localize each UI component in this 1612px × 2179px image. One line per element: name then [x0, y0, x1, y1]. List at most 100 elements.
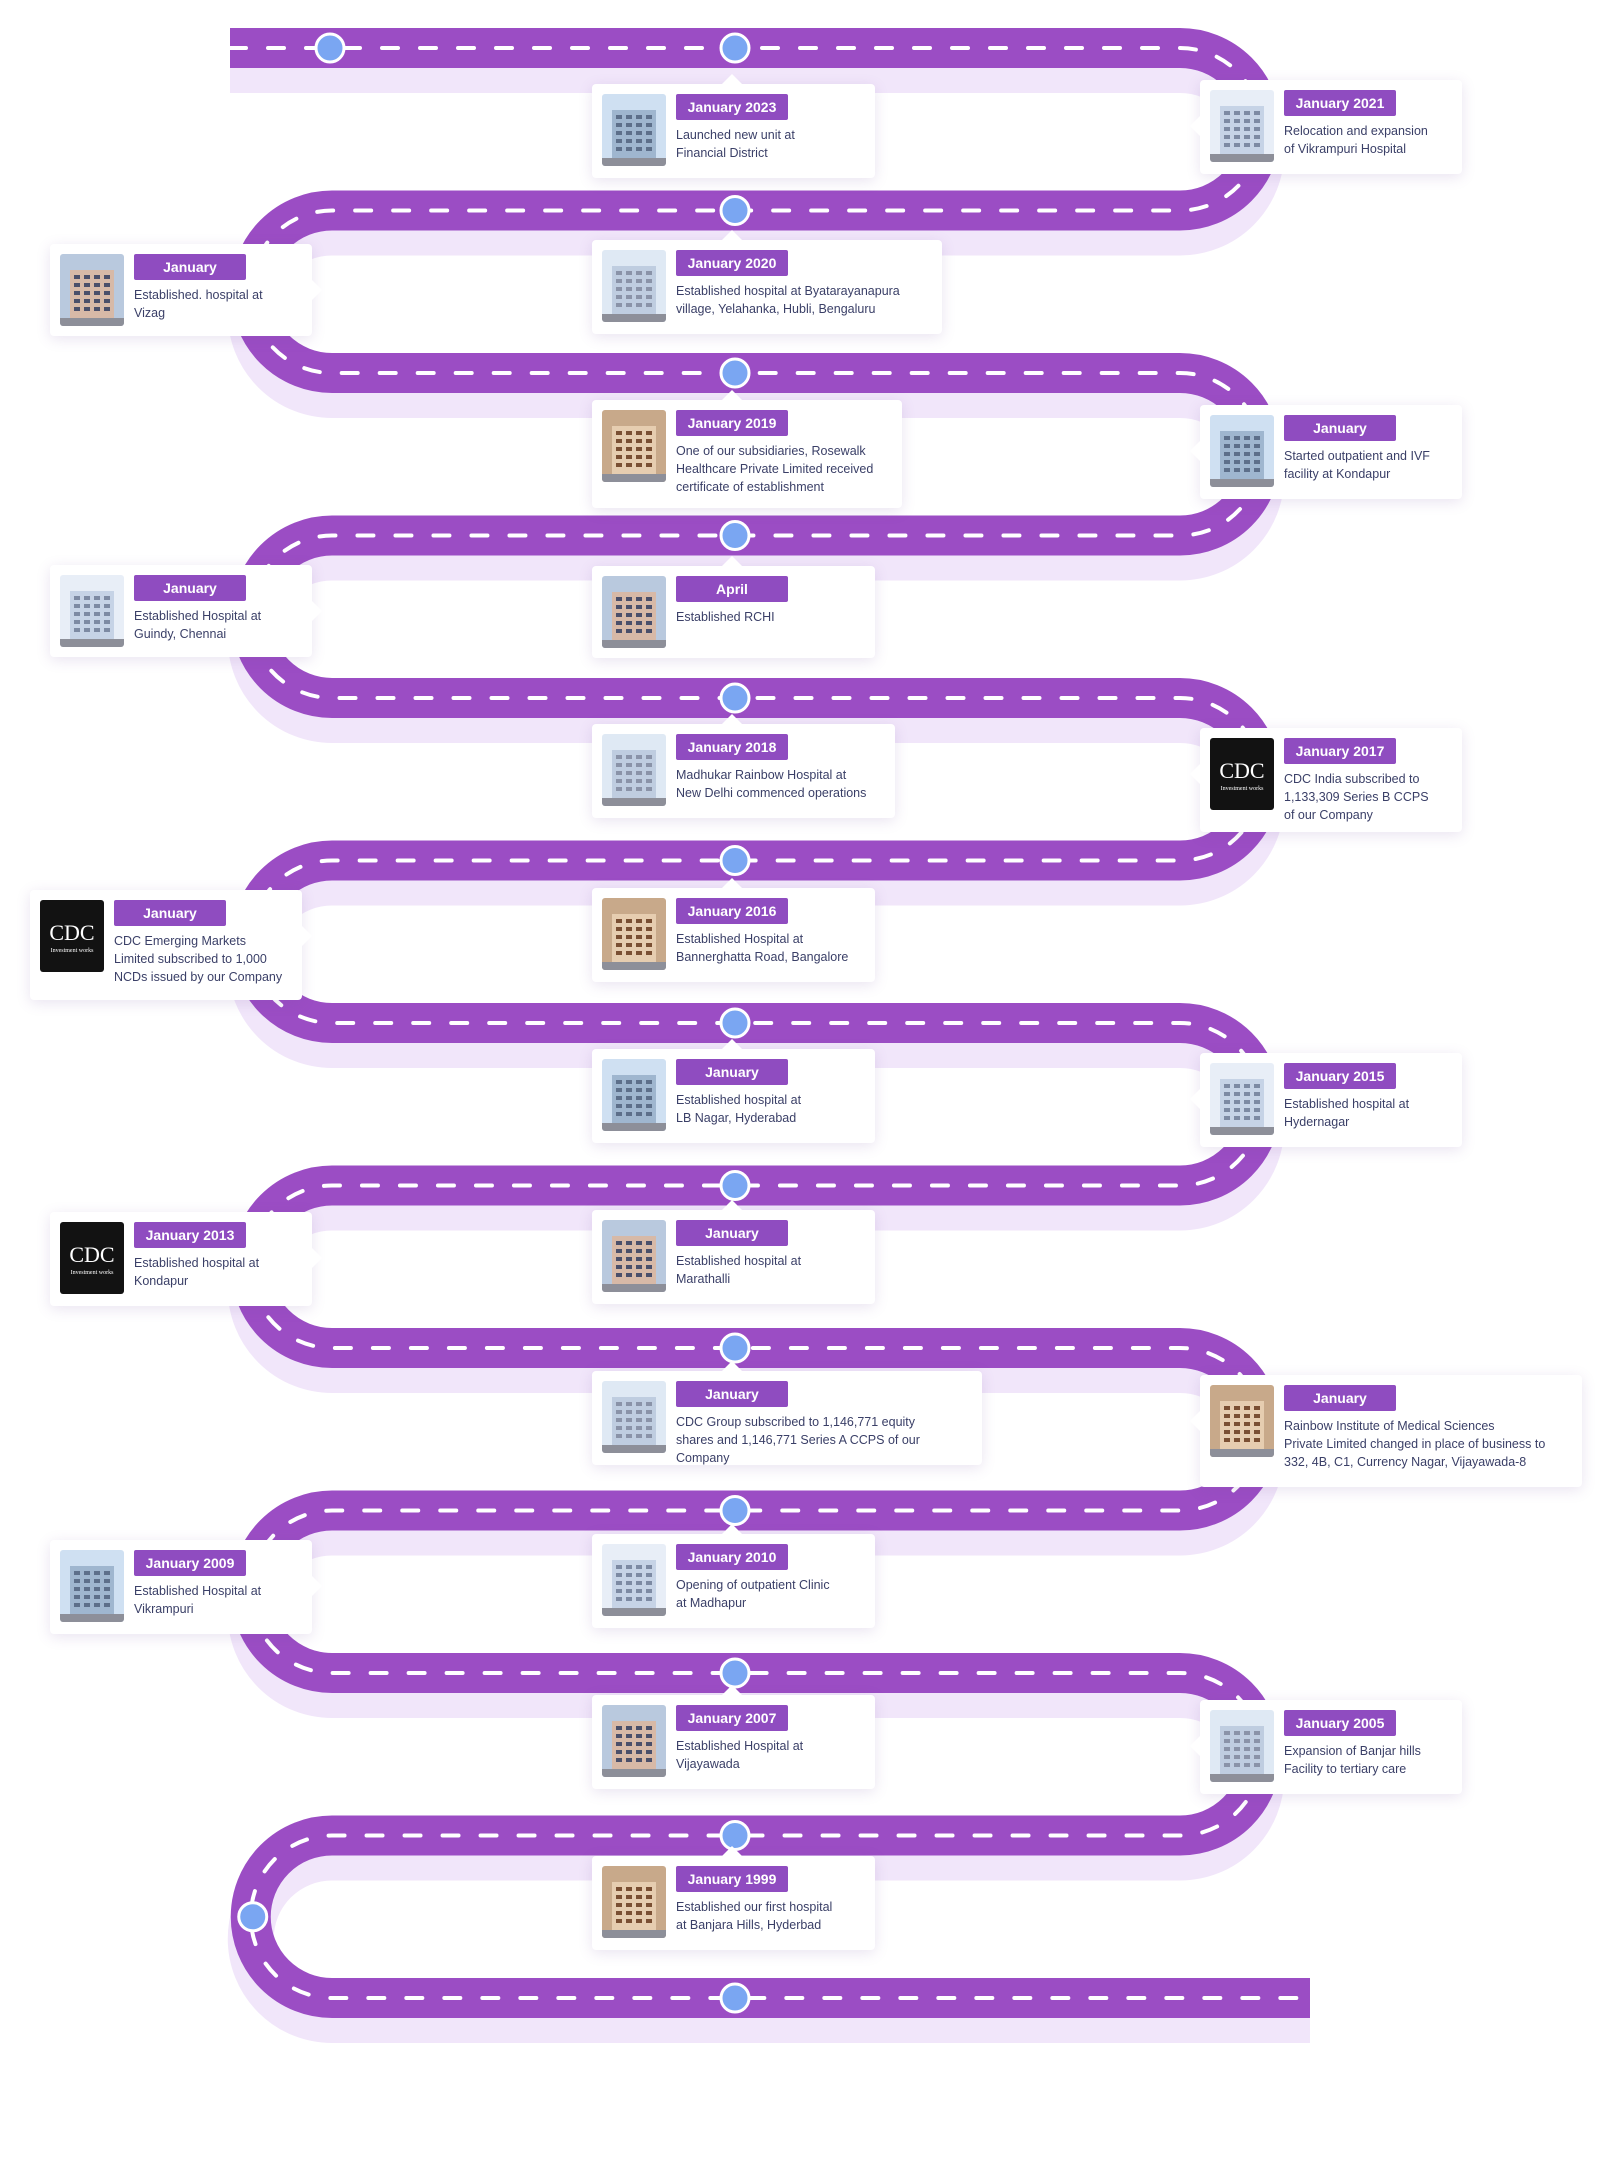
milestone-description: CDC Emerging Markets Limited subscribed … — [114, 934, 283, 984]
milestone-date: January — [1284, 415, 1396, 441]
milestone-description: Established hospital at LB Nagar, Hydera… — [676, 1093, 802, 1125]
milestone-date: January 2020 — [676, 250, 788, 276]
timeline-node — [719, 357, 751, 389]
building-icon — [602, 250, 666, 322]
building-icon — [602, 1866, 666, 1938]
timeline-node — [237, 1901, 269, 1933]
milestone-description: Started outpatient and IVF facility at K… — [1284, 449, 1430, 481]
timeline-node — [719, 195, 751, 226]
milestone-date: January 2017 — [1284, 738, 1396, 764]
milestone-description: Established. hospital at Vizag — [134, 288, 263, 320]
timeline-node — [719, 1007, 751, 1039]
timeline-node — [719, 1495, 751, 1526]
building-icon — [602, 1381, 666, 1453]
milestone-description: Established Hospital at Bannerghatta Roa… — [676, 932, 849, 964]
milestone-date: January 1999 — [676, 1866, 788, 1892]
building-icon — [602, 1705, 666, 1777]
building-icon — [1210, 1063, 1274, 1135]
milestone-description: CDC Group subscribed to 1,146,771 equity… — [676, 1415, 920, 1465]
milestone-description: Rainbow Institute of Medical Sciences Pr… — [1284, 1419, 1546, 1469]
milestone-date: January 2023 — [676, 94, 788, 120]
building-icon — [602, 1220, 666, 1292]
milestone-description: Established RCHI — [676, 610, 775, 624]
building-icon — [602, 94, 666, 166]
road-dashes — [228, 46, 1312, 2000]
milestone-description: Established hospital at Marathalli — [676, 1254, 802, 1286]
building-icon — [602, 576, 666, 648]
building-icon — [602, 898, 666, 970]
building-icon — [1210, 1385, 1274, 1457]
svg-text:CDC: CDC — [69, 1242, 114, 1267]
svg-text:Investment works: Investment works — [1221, 786, 1264, 792]
milestone-date: January — [134, 254, 246, 280]
milestone-date: January — [134, 575, 246, 601]
milestone-date: January — [1284, 1385, 1396, 1411]
svg-text:Investment works: Investment works — [51, 948, 94, 954]
cdc-logo-icon: CDC Investment works — [60, 1222, 124, 1294]
timeline-node — [719, 1982, 751, 2014]
milestone-description: Madhukar Rainbow Hospital at New Delhi c… — [676, 768, 867, 800]
milestone-description: Established Hospital at Vikrampuri — [134, 1584, 262, 1616]
milestone-description: One of our subsidiaries, Rosewalk Health… — [676, 444, 874, 494]
building-icon — [602, 1059, 666, 1131]
milestone-date: January 2016 — [676, 898, 788, 924]
milestone-date: January — [676, 1381, 788, 1407]
milestone-description: Established our first hospital at Banjar… — [676, 1900, 833, 1932]
timeline-node — [719, 32, 751, 64]
svg-text:CDC: CDC — [1219, 758, 1264, 783]
timeline-node — [719, 520, 751, 551]
milestone-date: January 2009 — [134, 1550, 246, 1576]
building-icon — [1210, 415, 1274, 487]
building-icon — [602, 1544, 666, 1616]
milestone-description: Expansion of Banjar hills Facility to te… — [1284, 1744, 1421, 1776]
timeline-node — [719, 1657, 751, 1689]
building-icon — [1210, 1710, 1274, 1782]
milestone-description: Launched new unit at Financial District — [676, 128, 795, 160]
cdc-logo-icon: CDC Investment works — [1210, 738, 1274, 810]
building-icon — [602, 410, 666, 482]
timeline-node — [719, 1332, 751, 1364]
timeline-node — [719, 682, 751, 714]
svg-text:Investment works: Investment works — [71, 1270, 114, 1276]
milestone-date: January 2007 — [676, 1705, 788, 1731]
milestone-date: January 2019 — [676, 410, 788, 436]
milestone-date: January — [676, 1059, 788, 1085]
milestone-date: January 2015 — [1284, 1063, 1396, 1089]
milestone-date: January 2010 — [676, 1544, 788, 1570]
milestone-description: Established Hospital at Vijayawada — [676, 1739, 804, 1771]
milestone-description: Established hospital at Byatarayanapura … — [676, 284, 900, 316]
road-shadow — [227, 47, 1310, 2043]
timeline-node — [314, 32, 346, 64]
building-icon — [602, 734, 666, 806]
milestone-description: Established Hospital at Guindy, Chennai — [134, 609, 262, 641]
milestone-date: April — [676, 576, 788, 602]
timeline-node — [719, 845, 751, 876]
milestone-description: Opening of outpatient Clinic at Madhapur — [676, 1578, 830, 1610]
milestone-date: January 2021 — [1284, 90, 1396, 116]
milestone-date: January — [676, 1220, 788, 1246]
building-icon — [1210, 90, 1274, 162]
